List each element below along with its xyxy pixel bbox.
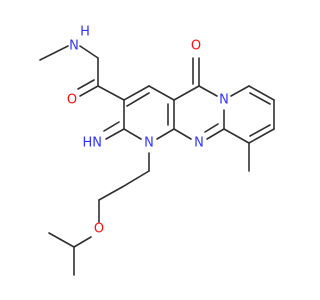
bond-methyl-amide-n bbox=[39, 45, 69, 61]
bond-c11a-n10 bbox=[206, 128, 225, 140]
amide-h-label: H bbox=[80, 25, 90, 40]
bond-c3-c4-double bbox=[126, 92, 150, 107]
bond-n-c6 bbox=[230, 85, 250, 97]
bond-c10a-n1 bbox=[156, 128, 175, 140]
atom-labels: H N O O HN N N N O bbox=[67, 25, 229, 237]
ring-n-bridge-label: N bbox=[194, 136, 204, 151]
bond-c11a-n10-double bbox=[204, 123, 219, 133]
amide-n-label: N bbox=[69, 39, 79, 54]
bond-c2-imine bbox=[105, 128, 125, 140]
bond-c8-c9-double bbox=[249, 124, 271, 137]
bond-ch2-ch2b bbox=[98, 185, 125, 201]
bond-amide-n-carbonyl bbox=[79, 45, 99, 59]
ring-n1-label: N bbox=[144, 136, 154, 151]
bond-o-ch bbox=[73, 236, 92, 248]
bonds bbox=[39, 45, 275, 276]
bond-c9-c9a bbox=[223, 128, 250, 144]
bond-amide-co-2 bbox=[77, 79, 95, 90]
bond-c4-c4a bbox=[148, 85, 175, 101]
ether-o-label: O bbox=[94, 222, 104, 237]
amide-o-label: O bbox=[67, 93, 77, 108]
bond-c3-c4 bbox=[123, 85, 150, 101]
bond-ch-ch3a bbox=[48, 232, 75, 248]
bond-c6-c7-double bbox=[249, 92, 271, 105]
bond-n1-c2 bbox=[123, 128, 142, 140]
ketone-o-label: O bbox=[191, 39, 201, 54]
bond-c5-n bbox=[198, 85, 218, 97]
bond-c2-imine-double bbox=[103, 121, 120, 132]
bond-c4a-c5 bbox=[173, 85, 200, 101]
canvas-background bbox=[0, 0, 300, 300]
ring-n-pyrido-label: N bbox=[219, 93, 229, 108]
imine-label: HN bbox=[83, 136, 103, 151]
molecule-structure: H N O O HN N N N O bbox=[0, 0, 300, 300]
bond-amide-ring bbox=[97, 85, 125, 101]
bond-c6-c7 bbox=[248, 85, 275, 101]
bond-amide-co-1 bbox=[79, 85, 99, 97]
bond-c8-c9 bbox=[248, 128, 275, 144]
bond-ch2-ch2 bbox=[123, 170, 150, 187]
bond-n10-c10a bbox=[173, 128, 192, 140]
molecule-canvas: H N O O HN N N N O bbox=[0, 0, 300, 300]
